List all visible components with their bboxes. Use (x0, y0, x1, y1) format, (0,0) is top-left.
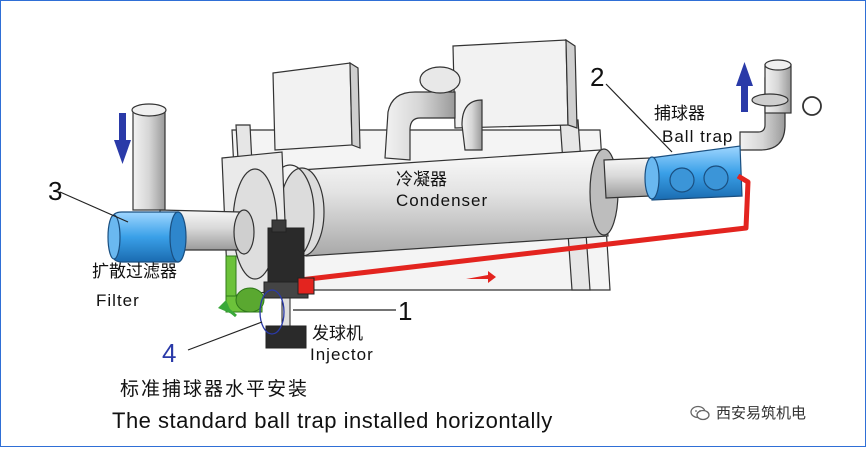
filter-label-en: Filter (96, 291, 140, 310)
watermark-text: 西安易筑机电 (716, 404, 807, 422)
wechat-icon (690, 405, 710, 420)
return-flow-arrow (466, 271, 496, 283)
injector-label-cn: 发球机 (312, 324, 363, 344)
watermark: 西安易筑机电 (690, 402, 806, 423)
callout-2: 2 (590, 62, 605, 92)
return-pipe (299, 173, 751, 283)
leader-lines (59, 83, 673, 351)
callout-4: 4 (162, 338, 177, 368)
green-flow-arrow (218, 300, 237, 318)
callout-3: 3 (48, 176, 63, 206)
condenser-body (265, 148, 619, 262)
inlet-flow-arrow (114, 113, 131, 164)
filter-label-cn: 扩散过滤器 (92, 262, 177, 282)
injector-highlight (259, 289, 285, 335)
ball-trap-body (644, 145, 743, 201)
ball-trap-label-cn: 捕球器 (654, 104, 705, 124)
callout-1: 1 (398, 296, 413, 326)
outlet-pipe (603, 59, 822, 199)
top-elbow-pipe (384, 66, 483, 161)
injector-green-pipe (225, 255, 265, 313)
condenser-label-en: Condenser (396, 191, 489, 210)
injector (263, 219, 315, 349)
caption-en: The standard ball trap installed horizon… (112, 408, 553, 433)
ball-trap-label-en: Ball trap (662, 127, 734, 146)
filter-body (107, 211, 187, 263)
outlet-flow-arrow (736, 62, 753, 112)
condenser-label-cn: 冷凝器 (396, 170, 447, 190)
injector-label-en: Injector (310, 345, 374, 364)
caption-cn: 标准捕球器水平安装 (120, 378, 310, 400)
